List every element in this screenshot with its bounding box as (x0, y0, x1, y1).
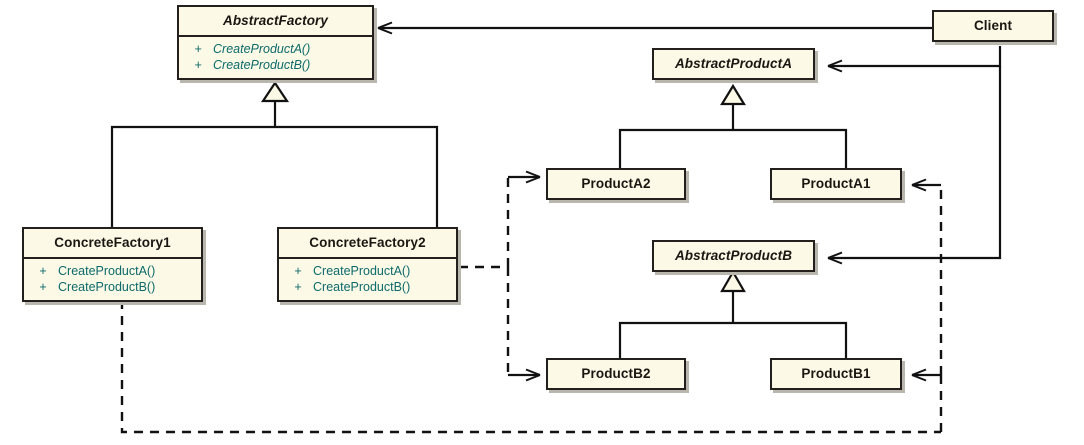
operation-signature: CreateProductB() (58, 279, 156, 294)
class-divider (279, 256, 456, 259)
generalization-product-a (618, 103, 848, 168)
operation-row: + CreateProductB() (179, 57, 372, 73)
class-divider (24, 256, 201, 259)
class-node-abstract-product-b[interactable]: AbstractProductB (652, 240, 815, 272)
operation-signature: CreateProductB() (213, 57, 311, 72)
generalization-product-b (618, 290, 848, 358)
operation-row: + CreateProductA() (179, 41, 372, 57)
dependency-concretefactory1 (120, 185, 943, 434)
class-name-abstract-factory: AbstractFactory (222, 13, 329, 28)
class-name-concrete-factory-2: ConcreteFactory2 (309, 235, 426, 250)
class-name-product-a1: ProductA1 (801, 176, 871, 191)
class-name-concrete-factory-1: ConcreteFactory1 (54, 235, 171, 250)
class-node-abstract-factory[interactable]: AbstractFactory + CreateProductA() + Cre… (177, 5, 374, 80)
association-client-abstractproductb (827, 66, 1002, 265)
class-node-product-b2[interactable]: ProductB2 (546, 358, 686, 390)
operation-row: + CreateProductB() (279, 279, 456, 295)
operation-row: + CreateProductA() (24, 263, 201, 279)
operation-signature: CreateProductB() (313, 279, 411, 294)
class-name-product-b1: ProductB1 (801, 366, 871, 381)
class-divider (179, 34, 372, 37)
operation-row: + CreateProductA() (279, 263, 456, 279)
class-node-product-a2[interactable]: ProductA2 (546, 168, 686, 200)
operation-signature: CreateProductA() (58, 263, 156, 278)
operation-visibility: + (294, 263, 302, 278)
class-node-product-b1[interactable]: ProductB1 (770, 358, 902, 390)
operation-signature: CreateProductA() (313, 263, 411, 278)
class-node-client[interactable]: Client (932, 10, 1054, 42)
generalization-triangle-abstract-product-b (720, 269, 746, 293)
class-name-abstract-product-a: AbstractProductA (674, 56, 793, 71)
class-node-concrete-factory-1[interactable]: ConcreteFactory1 + CreateProductA() + Cr… (22, 227, 203, 302)
class-name-product-a2: ProductA2 (581, 176, 651, 191)
class-node-abstract-product-a[interactable]: AbstractProductA (652, 48, 815, 80)
generalization-triangle-abstract-product-a (720, 83, 746, 106)
operation-visibility: + (39, 279, 47, 294)
class-name-abstract-product-b: AbstractProductB (674, 248, 793, 263)
operation-visibility: + (194, 57, 202, 72)
association-client-abstractproducta (827, 46, 1002, 73)
class-node-product-a1[interactable]: ProductA1 (770, 168, 902, 200)
generalization-factories (110, 100, 439, 227)
generalization-triangle-abstract-factory (260, 81, 290, 103)
class-operations-concrete-factory-1: + CreateProductA() + CreateProductB() (24, 259, 201, 300)
operation-signature: CreateProductA() (213, 41, 311, 56)
class-name-product-b2: ProductB2 (581, 366, 651, 381)
operation-visibility: + (39, 263, 47, 278)
operation-visibility: + (194, 41, 202, 56)
class-operations-abstract-factory: + CreateProductA() + CreateProductB() (179, 37, 372, 78)
operation-row: + CreateProductB() (24, 279, 201, 295)
class-node-concrete-factory-2[interactable]: ConcreteFactory2 + CreateProductA() + Cr… (277, 227, 458, 302)
operation-visibility: + (294, 279, 302, 294)
class-name-client: Client (973, 18, 1013, 33)
dependency-concretefactory2 (459, 177, 510, 375)
class-operations-concrete-factory-2: + CreateProductA() + CreateProductB() (279, 259, 456, 300)
